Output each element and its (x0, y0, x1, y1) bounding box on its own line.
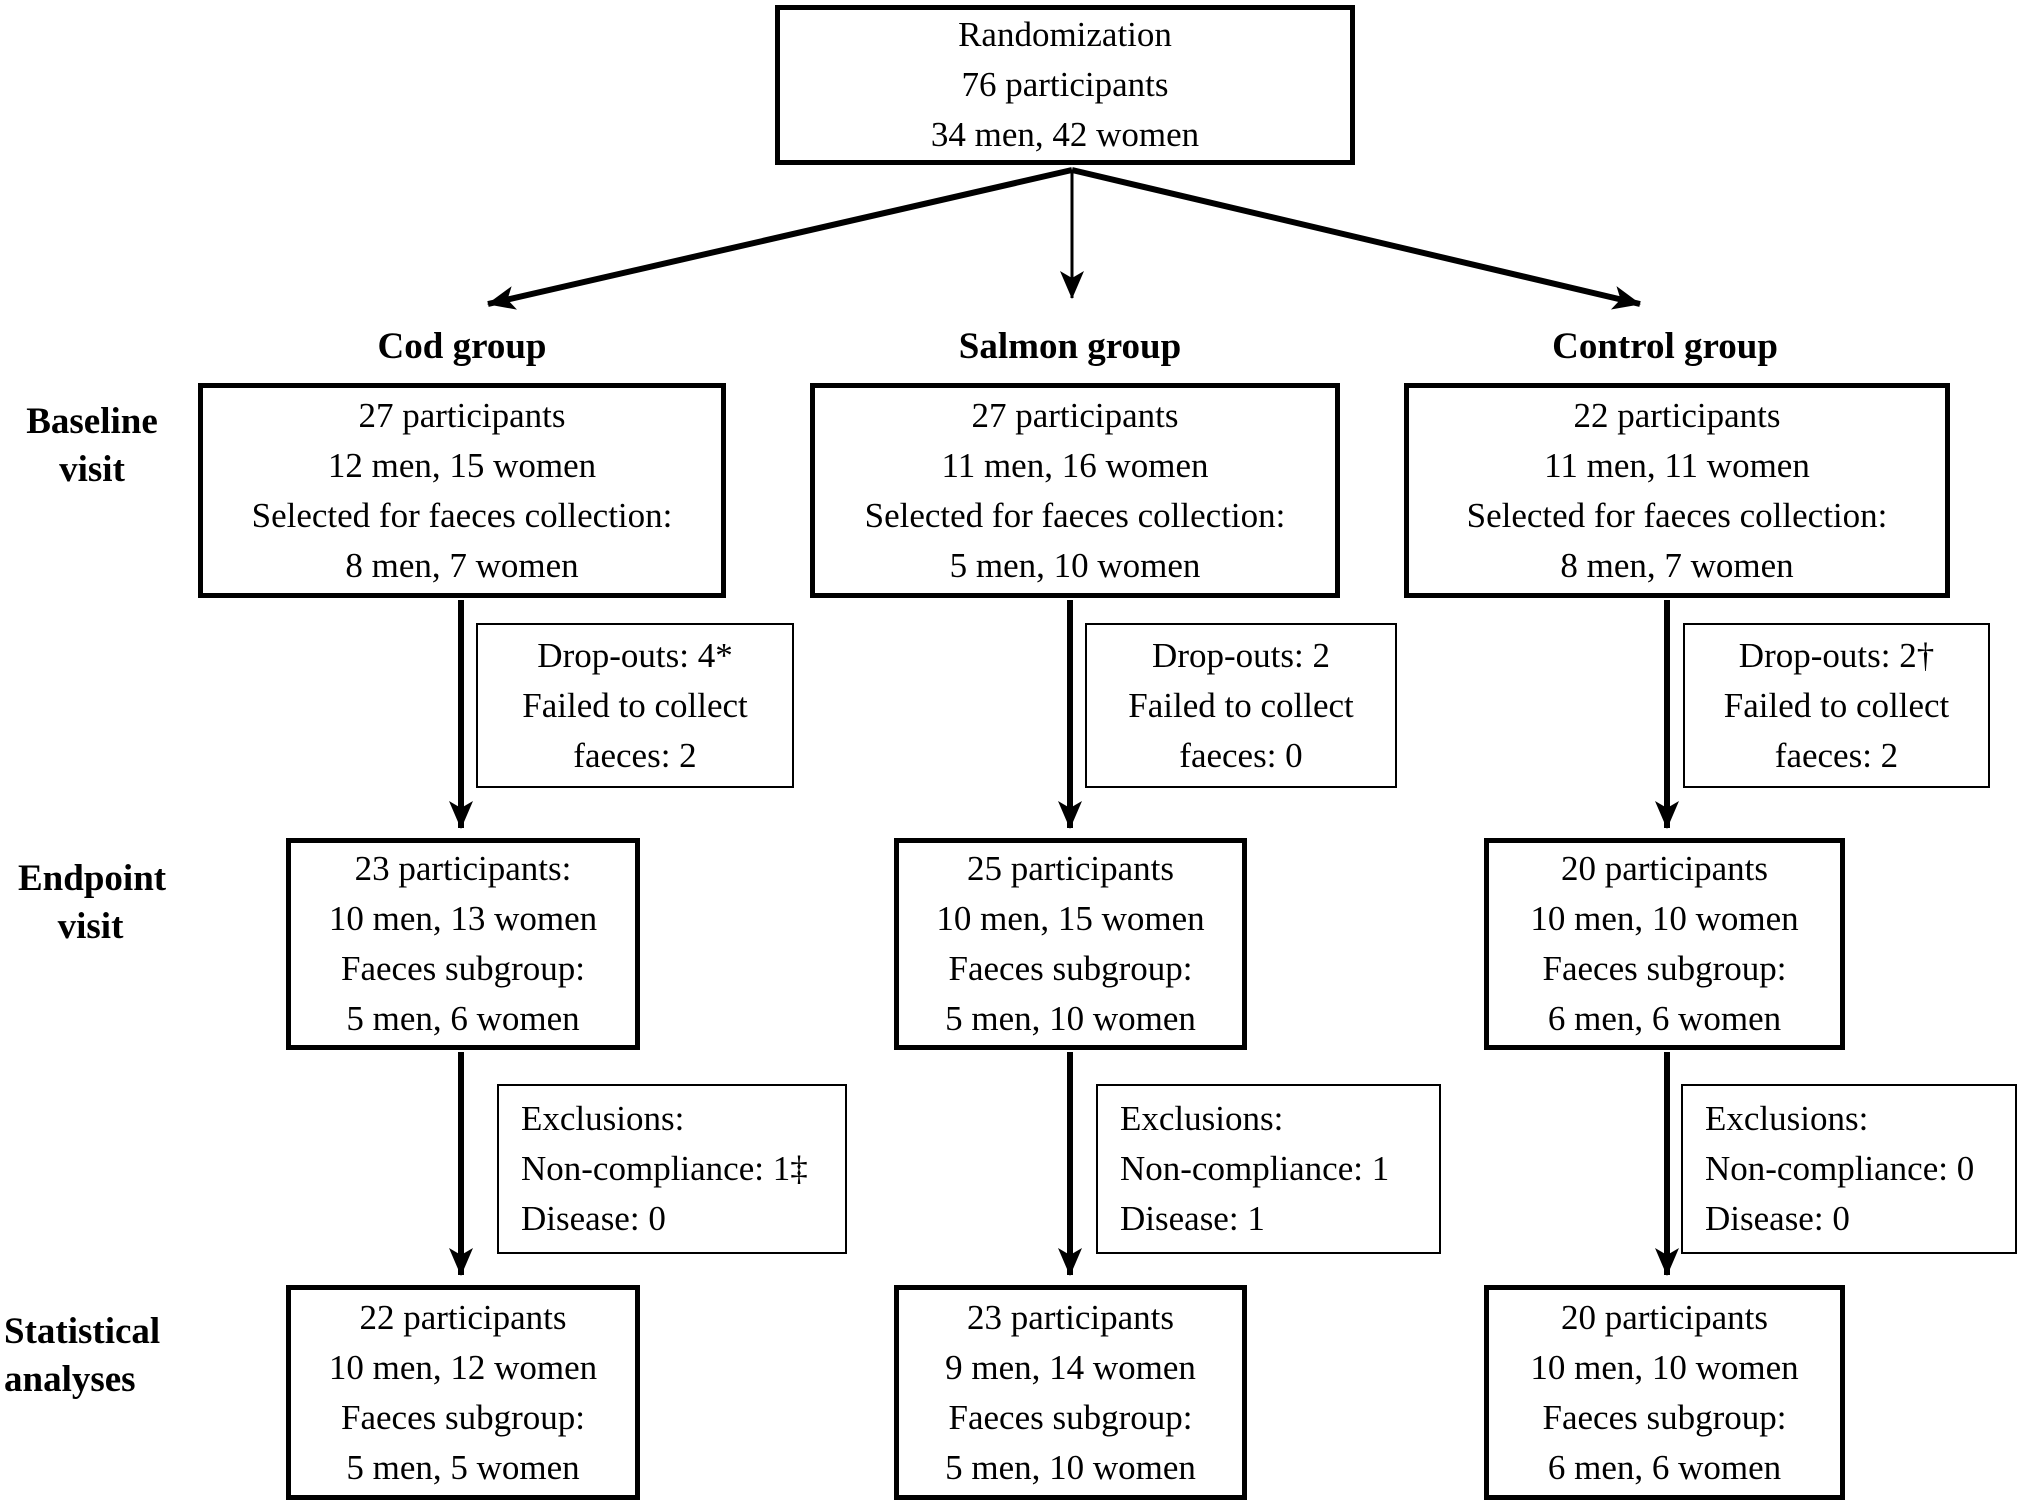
box-line: Non-compliance: 1‡ (521, 1149, 808, 1188)
box-line: 5 men, 5 women (346, 1447, 580, 1487)
row-label-line: Baseline (26, 401, 158, 442)
box-line: Selected for faeces collection: (864, 495, 1286, 535)
box-line: Selected for faeces collection: (251, 495, 673, 535)
box-line: Disease: 1 (1120, 1199, 1265, 1238)
box-line: 23 participants: (354, 849, 572, 888)
randomization-to-control-arrow (1071, 167, 1641, 310)
box-line: 5 men, 10 women (945, 999, 1196, 1038)
cod-group-header: Cod group (377, 326, 547, 367)
box-line: 9 men, 14 women (945, 1347, 1196, 1387)
box-line: 10 men, 12 women (328, 1347, 598, 1387)
cod-endpoint-box: 23 participants: 10 men, 13 women Faeces… (286, 838, 640, 1050)
box-line: 20 participants (1560, 849, 1769, 888)
randomization-box: Randomization 76 participants 34 men, 42… (775, 5, 1355, 165)
cod-exclusions-box: Exclusions: Non-compliance: 1‡ Disease: … (497, 1084, 847, 1254)
randomization-to-cod-arrow (487, 167, 1073, 310)
row-label-line: analyses (4, 1359, 136, 1400)
box-line: Drop-outs: 2† (1738, 635, 1935, 675)
box-line: 11 men, 11 women (1544, 445, 1810, 485)
box-line: 25 participants (966, 849, 1175, 888)
box-line: Non-compliance: 0 (1705, 1149, 1975, 1188)
box-line: faeces: 0 (1179, 735, 1303, 775)
randomization-line: 76 participants (961, 65, 1169, 104)
box-line: Failed to collect (1723, 685, 1950, 725)
box-line: Failed to collect (522, 685, 748, 725)
cod-baseline-box: 27 participants 12 men, 15 women Selecte… (198, 383, 726, 598)
box-line: 5 men, 10 women (949, 545, 1201, 585)
box-line: 20 participants (1560, 1297, 1769, 1337)
salmon-dropouts-box: Drop-outs: 2 Failed to collect faeces: 0 (1085, 623, 1397, 788)
row-label-line: Endpoint (18, 858, 167, 899)
row-label-endpoint-visit: Endpoint visit (18, 855, 167, 951)
box-line: Faeces subgroup: (948, 949, 1193, 988)
box-line: Non-compliance: 1 (1120, 1149, 1390, 1188)
box-line: 6 men, 6 women (1547, 1447, 1782, 1487)
box-line: Exclusions: (1705, 1099, 1869, 1138)
salmon-endpoint-box: 25 participants 10 men, 15 women Faeces … (894, 838, 1247, 1050)
box-line: 6 men, 6 women (1547, 999, 1782, 1038)
cod-statistical-box: 22 participants 10 men, 12 women Faeces … (286, 1285, 640, 1500)
control-statistical-box: 20 participants 10 men, 10 women Faeces … (1484, 1285, 1845, 1500)
box-line: Drop-outs: 2 (1152, 635, 1330, 675)
control-group-header: Control group (1552, 326, 1778, 367)
box-line: 8 men, 7 women (1560, 545, 1794, 585)
box-line: Faeces subgroup: (1542, 1397, 1787, 1437)
box-line: Exclusions: (1120, 1099, 1284, 1138)
box-line: 27 participants (971, 395, 1179, 435)
box-line: 22 participants (1573, 395, 1781, 435)
box-line: Exclusions: (521, 1099, 685, 1138)
salmon-exclusions-box: Exclusions: Non-compliance: 1 Disease: 1 (1096, 1084, 1441, 1254)
control-endpoint-box: 20 participants 10 men, 10 women Faeces … (1484, 838, 1845, 1050)
box-line: 12 men, 15 women (327, 445, 597, 485)
box-line: 23 participants (966, 1297, 1175, 1337)
box-line: Faeces subgroup: (1542, 949, 1787, 988)
box-line: Selected for faeces collection: (1466, 495, 1888, 535)
salmon-baseline-box: 27 participants 11 men, 16 women Selecte… (810, 383, 1340, 598)
control-dropouts-box: Drop-outs: 2† Failed to collect faeces: … (1683, 623, 1990, 788)
box-line: Drop-outs: 4* (537, 635, 733, 675)
box-line: Faeces subgroup: (341, 949, 585, 988)
control-exclusions-box: Exclusions: Non-compliance: 0 Disease: 0 (1681, 1084, 2017, 1254)
box-line: 22 participants (359, 1297, 567, 1337)
box-line: 10 men, 10 women (1530, 899, 1799, 938)
box-line: 11 men, 16 women (941, 445, 1209, 485)
box-line: faeces: 2 (1774, 735, 1899, 775)
row-label-line: Statistical (4, 1311, 161, 1352)
box-line: 5 men, 6 women (346, 999, 580, 1038)
salmon-group-header: Salmon group (958, 326, 1182, 367)
box-line: Disease: 0 (521, 1199, 666, 1238)
row-label-statistical-analyses: Statistical analyses (4, 1308, 204, 1404)
box-line: Faeces subgroup: (948, 1397, 1193, 1437)
randomization-line: Randomization (958, 15, 1172, 54)
box-line: faeces: 2 (573, 735, 697, 775)
box-line: 27 participants (358, 395, 566, 435)
cod-dropouts-box: Drop-outs: 4* Failed to collect faeces: … (476, 623, 794, 788)
box-line: 10 men, 15 women (936, 899, 1205, 938)
row-label-line: visit (57, 906, 124, 947)
salmon-statistical-box: 23 participants 9 men, 14 women Faeces s… (894, 1285, 1247, 1500)
box-line: Disease: 0 (1705, 1199, 1850, 1238)
row-label-baseline-visit: Baseline visit (22, 398, 162, 494)
randomization-line: 34 men, 42 women (930, 115, 1200, 154)
box-line: Failed to collect (1128, 685, 1354, 725)
row-label-line: visit (59, 449, 125, 490)
box-line: 10 men, 10 women (1530, 1347, 1799, 1387)
box-line: 10 men, 13 women (328, 899, 598, 938)
control-baseline-box: 22 participants 11 men, 11 women Selecte… (1404, 383, 1950, 598)
box-line: 5 men, 10 women (945, 1447, 1196, 1487)
box-line: Faeces subgroup: (341, 1397, 585, 1437)
box-line: 8 men, 7 women (345, 545, 579, 585)
